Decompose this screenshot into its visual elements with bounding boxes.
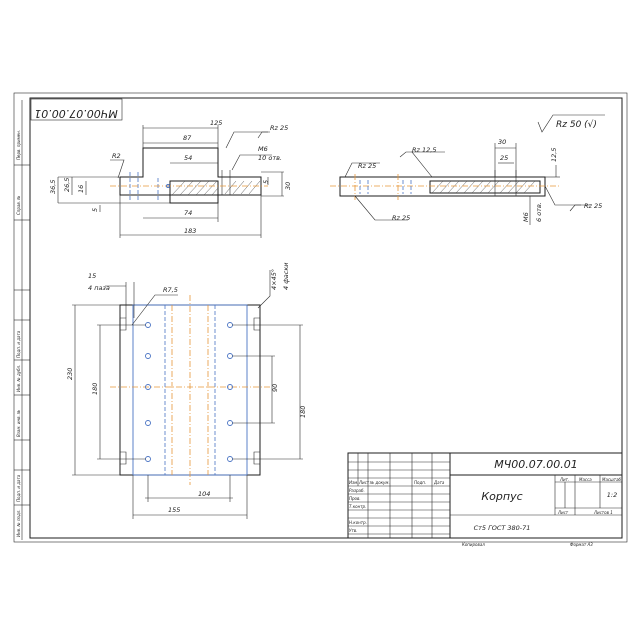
side-inv-dubl: Инв. № дубл.	[16, 365, 21, 392]
inner-frame	[29, 97, 623, 539]
dim-87: 87	[183, 134, 192, 142]
rz25-right-c: Rz 25	[584, 202, 602, 210]
label-6-holes: 6 отв.	[535, 202, 543, 222]
holes-right-column	[227, 322, 233, 462]
tb-designation: МЧ00.07.00.01	[494, 458, 578, 471]
tb-sheets: Листов 1	[593, 510, 613, 515]
dim-230: 230	[66, 368, 74, 380]
side-inv-podl: Инв. № подл.	[16, 509, 21, 537]
tb-row-izm: Изм.	[349, 480, 358, 485]
title-block: Изм. Лист № докум. Подп. Дата Разраб. Пр…	[347, 452, 623, 547]
tb-material: Ст5 ГОСТ 380-71	[474, 524, 531, 532]
label-4-chamfers: 4 фаски	[282, 263, 290, 290]
side-strip: Перв. примен. Справ. № Подп. и дата Инв.…	[14, 100, 30, 540]
rz25-right-a: Rz 25	[358, 162, 376, 170]
tb-lit-header: Лит.	[559, 477, 569, 482]
general-roughness: Rz 50 (√)	[537, 114, 605, 133]
label-10-holes: 10 отв.	[258, 154, 282, 162]
dim-16: 16	[77, 185, 85, 193]
dim-36-5: 36,5	[49, 180, 57, 194]
dim-54: 54	[184, 154, 192, 162]
dim-5-right: 5	[262, 180, 270, 184]
dim-25-right: 25	[500, 154, 508, 162]
holes-left-column	[145, 322, 151, 462]
dim-74: 74	[184, 209, 192, 217]
dim-180-right: 180	[299, 406, 307, 418]
tb-copied: Копировал	[462, 542, 485, 547]
tb-mass-header: Масса	[579, 477, 592, 482]
dim-90: 90	[271, 384, 279, 392]
right-section-view: 30 25 12,5 Rz 25 Rz 12,5 Rz 25 Rz 25 M6 …	[330, 138, 602, 225]
rz12-5: Rz 12,5	[412, 146, 436, 154]
side-podp-data-2: Подп. и дата	[16, 474, 21, 502]
dim-26-5: 26,5	[63, 178, 71, 192]
side-podp-data-1: Подп. и дата	[16, 330, 21, 358]
tb-row-podp: Подп.	[414, 480, 426, 485]
dim-180-left: 180	[91, 383, 99, 395]
general-roughness-label: Rz 50 (√)	[556, 119, 597, 130]
dim-15-slot: 15	[88, 272, 96, 280]
rz25-left: Rz 25	[270, 124, 288, 132]
outer-frame	[13, 92, 628, 543]
tb-row-doc: № докум.	[369, 480, 390, 485]
tb-role-nkontr: Н.контр.	[349, 520, 367, 525]
dim-30-right: 30	[498, 138, 506, 146]
tb-role-utv: Утв.	[349, 528, 357, 533]
dim-30-left-view: 30	[284, 182, 292, 190]
label-r2: R2	[112, 152, 121, 160]
side-sprav: Справ. №	[16, 196, 21, 215]
side-vzam-inv: Взам. инв. №	[16, 410, 21, 437]
tb-scale-value: 1:2	[607, 491, 617, 499]
left-section-view: 125 87 54 74 183 36,5 26,5 16 5 5 30 R2	[49, 119, 292, 238]
tb-role-razrab: Разраб.	[349, 488, 365, 493]
label-chamfer: 4×45°	[270, 269, 278, 290]
label-m6-left: M6	[258, 145, 268, 153]
tb-part-name: Корпус	[481, 490, 522, 503]
dim-12-5-right: 12,5	[550, 148, 558, 162]
dim-155: 155	[168, 506, 180, 514]
side-perv-primen: Перв. примен.	[16, 130, 21, 160]
tb-scale-header: Масштаб	[602, 477, 622, 482]
label-4-slots: 4 паза	[88, 284, 110, 292]
tb-format: Формат А3	[570, 542, 593, 547]
dim-183: 183	[184, 227, 196, 235]
label-m6-right: M6	[522, 212, 530, 222]
label-r7-5: R7,5	[163, 286, 178, 294]
top-stamp-designation: МЧ00.07.00.01	[34, 107, 118, 120]
tb-row-data: Дата	[433, 480, 445, 485]
dim-125: 125	[210, 119, 222, 127]
rz25-right-b: Rz 25	[392, 214, 410, 222]
tb-role-tkontr: Т.контр.	[349, 504, 366, 509]
tb-row-list: Лист	[358, 480, 370, 485]
dim-5-left: 5	[91, 208, 99, 212]
dim-104: 104	[198, 490, 210, 498]
tb-role-prov: Пров.	[349, 496, 361, 501]
plan-view: 230 180 90 180 104 155 15 4 паза R7,5 4×…	[66, 263, 307, 519]
top-stamp: МЧ00.07.00.01	[30, 98, 123, 121]
tb-sheet: Лист	[557, 510, 569, 515]
